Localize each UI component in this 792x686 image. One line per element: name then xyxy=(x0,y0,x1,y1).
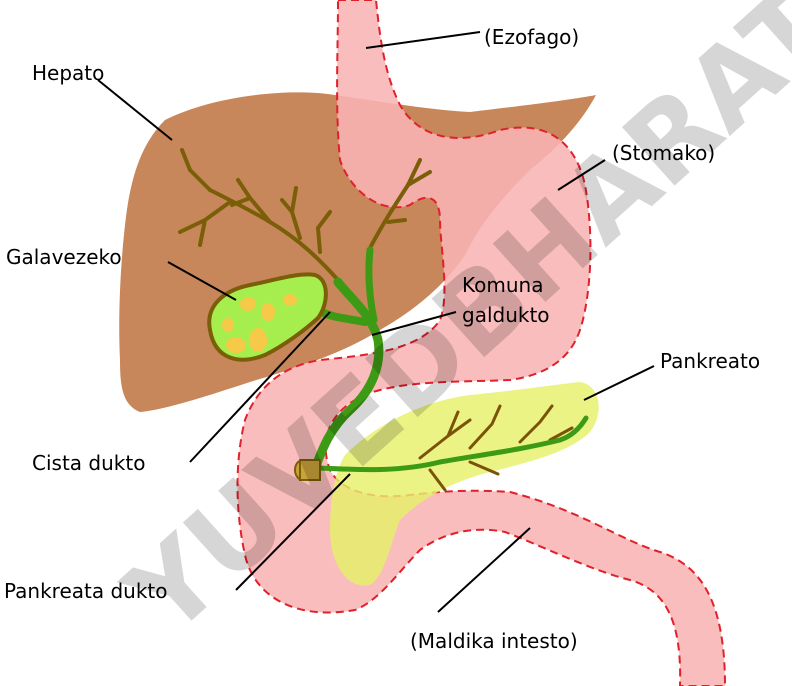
label-small-intestine: (Maldika intesto) xyxy=(410,629,578,653)
label-pancreatic-duct: Pankreata dukto xyxy=(4,579,168,603)
leader-line-small-intestine xyxy=(438,528,530,612)
leader-line-pancreas xyxy=(584,366,654,400)
label-stomach: (Stomako) xyxy=(612,141,715,165)
label-gall-bladder: Galavezeko xyxy=(6,245,122,269)
leader-line-liver xyxy=(98,80,172,140)
label-common-bile-duct-line1: Komuna xyxy=(462,273,543,297)
label-esophagus: (Ezofago) xyxy=(484,25,579,49)
leader-line-esophagus xyxy=(366,32,480,48)
label-pancreas: Pankreato xyxy=(660,349,760,373)
label-common-bile-duct-line2: galdukto xyxy=(462,303,550,327)
label-cystic-duct: Cista dukto xyxy=(32,451,145,475)
label-liver: Hepato xyxy=(32,61,104,85)
